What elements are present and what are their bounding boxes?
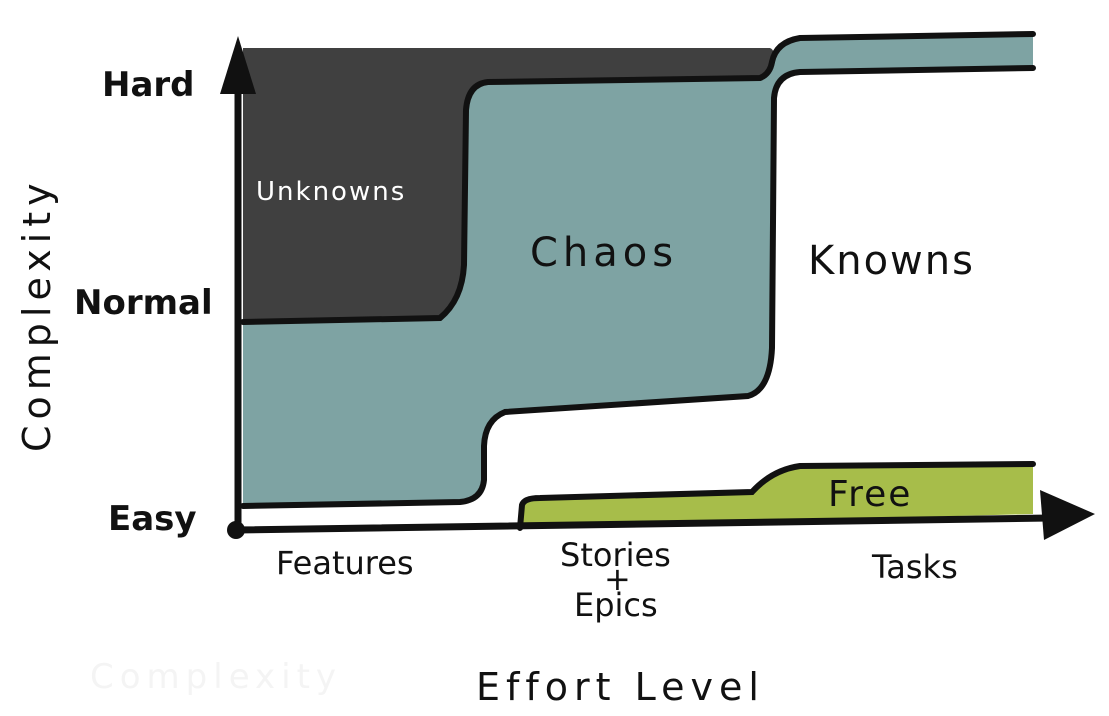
free-label: Free	[828, 474, 912, 515]
x-level-tasks: Tasks	[871, 548, 958, 586]
x-level-stories: Stories	[560, 536, 671, 574]
y-level-hard: Hard	[102, 65, 195, 105]
chaos-region	[243, 34, 1033, 506]
unknowns-region	[243, 48, 774, 322]
x-level-epics: Epics	[574, 586, 658, 624]
free-region	[520, 464, 1033, 528]
y-axis-arrowhead	[220, 36, 256, 94]
knowns-label: Knowns	[808, 238, 975, 284]
y-level-easy: Easy	[108, 499, 197, 539]
axis-origin	[227, 521, 245, 539]
unknowns-label: Unknowns	[256, 177, 406, 207]
y-level-normal: Normal	[74, 283, 213, 323]
x-axis-title: Effort Level	[476, 665, 765, 709]
axes	[232, 66, 1054, 534]
x-axis-line	[232, 514, 1054, 534]
free-boundary	[517, 461, 1036, 531]
chaos-knowns-boundary	[240, 65, 1036, 509]
x-axis-arrowhead	[1040, 490, 1095, 540]
ghost-complexity-text: Complexity	[90, 657, 342, 697]
boundary-lines	[240, 31, 1036, 531]
chaos-knowns-upper-boundary	[769, 31, 1036, 65]
y-axis-title: Complexity	[15, 177, 59, 452]
chaos-label: Chaos	[530, 230, 678, 276]
x-level-features: Features	[276, 544, 414, 582]
x-level-plus: +	[604, 560, 631, 598]
unknowns-chaos-boundary	[240, 59, 775, 325]
